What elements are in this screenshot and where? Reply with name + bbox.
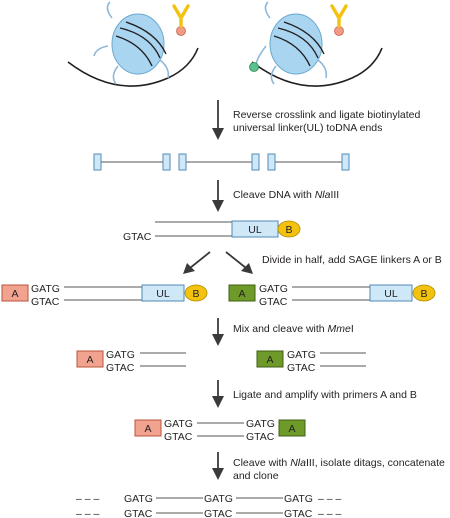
half-with-linker-b: A GATG GTAC UL B — [228, 283, 436, 308]
seq-gatg: GATG — [106, 349, 135, 361]
ul-label: UL — [248, 224, 262, 236]
dashes-left: – – – — [76, 508, 100, 518]
arrow-1 — [212, 100, 224, 140]
linker-b-label: A — [238, 288, 245, 300]
linker-b-box — [278, 419, 306, 437]
seq-gatg: GATG — [164, 418, 193, 430]
dashes-right: – – – — [318, 493, 342, 505]
arrow-2 — [212, 180, 224, 212]
linker-a-label: A — [86, 354, 93, 366]
arrow-5 — [212, 380, 224, 408]
seq-gtac: GTAC — [164, 431, 193, 443]
seq-gtac: GTAC — [31, 296, 60, 308]
histone-tails — [93, 1, 170, 85]
seq-gtac: GTAC — [204, 508, 233, 518]
seq-gatg: GATG — [124, 493, 153, 505]
arrow-6 — [212, 452, 224, 480]
ul-block — [162, 153, 171, 171]
seq-gtac: GTAC — [246, 431, 275, 443]
step-1-line-2: universal linker(UL) toDNA ends — [233, 122, 382, 134]
dna-wrap — [273, 21, 325, 67]
linker-a-box — [1, 284, 29, 302]
ul-block — [93, 153, 102, 171]
ul-label: UL — [384, 288, 398, 300]
arrow-4 — [212, 318, 224, 346]
biotin-label: B — [420, 288, 427, 300]
nucleosome-core — [111, 13, 165, 75]
nla-fragment: GTAC UL B — [123, 220, 301, 243]
seq-gtac: GTAC — [287, 362, 316, 374]
ul-block — [341, 153, 350, 171]
step-4-text: Mix and cleave with MmeI — [233, 323, 354, 335]
seq-gatg: GATG — [287, 349, 316, 361]
ul-block — [267, 153, 276, 171]
ul-block — [251, 153, 260, 171]
chromatin-complex-right — [249, 1, 383, 87]
step-5-text: Ligate and amplify with primers A and B — [233, 389, 417, 401]
dna-wrap — [115, 21, 167, 67]
nucleosome-core — [269, 13, 323, 75]
step-3-text: Divide in half, add SAGE linkers A or B — [262, 254, 442, 266]
seq-gatg: GATG — [204, 493, 233, 505]
histone-mark-green — [249, 62, 259, 72]
antibody-icon — [330, 4, 348, 28]
linker-a-label: A — [144, 423, 151, 435]
seq-gtac: GTAC — [106, 362, 135, 374]
biotin-icon — [184, 284, 208, 302]
biotin-label: B — [192, 288, 199, 300]
chromatin-complex-left — [67, 1, 199, 87]
histone-tails — [255, 1, 328, 85]
step-2-text: Cleave DNA with NlaIII — [233, 189, 339, 201]
biotin-icon — [412, 284, 436, 302]
seq-gtac: GTAC — [124, 508, 153, 518]
ul-block — [178, 153, 187, 171]
linker-a-box — [76, 350, 104, 368]
linker-b-box — [228, 284, 256, 302]
concatemer: – – – – – – GATG GTAC GATG GTAC GATG GTA… — [76, 493, 342, 518]
step-6-line-2: and clone — [233, 470, 279, 482]
tag-a: A GATG GTAC — [76, 349, 186, 374]
dna-strand — [251, 47, 383, 87]
histone-mark-red — [334, 26, 344, 36]
seq-gatg: GATG — [284, 493, 313, 505]
ul-box — [141, 284, 185, 302]
histone-mark-red — [176, 26, 186, 36]
step-6-line-1: Cleave with NlaIII, isolate ditags, conc… — [233, 457, 445, 469]
ul-label: UL — [156, 288, 170, 300]
step-1-line-1: Reverse crosslink and ligate biotinylate… — [233, 109, 421, 121]
antibody-icon — [172, 4, 190, 28]
dna-fragments-with-ul — [93, 153, 350, 171]
ditag: A GATG GTAC GATG GTAC A — [134, 418, 306, 443]
linker-a-box — [134, 419, 162, 437]
dashes-right: – – – — [318, 508, 342, 518]
dashes-left: – – – — [76, 493, 100, 505]
split-arrows — [183, 251, 253, 274]
linker-b-label: A — [288, 423, 295, 435]
seq-gatg: GATG — [259, 283, 288, 295]
linker-a-label: A — [11, 288, 18, 300]
linker-b-label: A — [266, 354, 273, 366]
ul-box — [369, 284, 413, 302]
dna-strand — [67, 47, 199, 87]
seq-gtac: GTAC — [123, 231, 152, 243]
half-with-linker-a: A GATG GTAC UL B — [1, 283, 208, 308]
seq-gtac: GTAC — [259, 296, 288, 308]
biotin-icon — [277, 220, 301, 238]
seq-gtac: GTAC — [284, 508, 313, 518]
linker-b-box — [256, 350, 284, 368]
tag-b: A GATG GTAC — [256, 349, 366, 374]
seq-gatg: GATG — [246, 418, 275, 430]
seq-gatg: GATG — [31, 283, 60, 295]
biotin-label: B — [285, 224, 292, 236]
